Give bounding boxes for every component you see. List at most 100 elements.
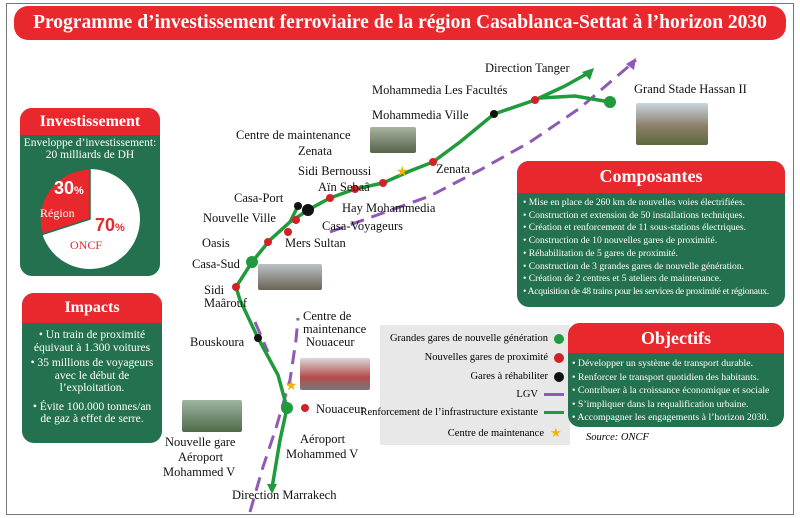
station-nouaceur <box>301 404 309 412</box>
label-ain-sebaa: Aïn Sebaâ <box>318 180 370 194</box>
label-zenata: Zenata <box>436 162 471 176</box>
region-pct: 30% <box>54 178 84 198</box>
station-casa-voyageurs <box>302 204 314 216</box>
impact-item: • Un train de proximité équivaut à 1.300… <box>33 329 151 354</box>
composantes-panel: Composantes • Mise en place de 260 km de… <box>517 161 785 307</box>
station-mohammedia-ville <box>490 110 498 118</box>
star-icon: ★ <box>550 425 562 440</box>
investissement-line2: 20 milliards de DH <box>45 149 135 161</box>
label-casa-port: Casa-Port <box>234 191 284 205</box>
composante-item: • Construction de 10 nouvelles gares de … <box>523 235 718 247</box>
legend-rehabiliter: Gares à réhabiliter <box>470 371 564 382</box>
pie-slice-oncf <box>42 169 140 269</box>
label-maarouf: Maârouf <box>204 296 248 310</box>
composantes-header: Composantes <box>517 161 785 193</box>
stations <box>232 96 616 414</box>
objectifs-panel: Objectifs • Développer un système de tra… <box>568 323 784 427</box>
investissement-pie <box>39 168 140 269</box>
label-mers-sultan: Mers Sultan <box>285 236 346 250</box>
station-facultes <box>531 96 539 104</box>
label-sidi: Sidi <box>204 283 225 297</box>
objectif-item: • Développer un système de transport dur… <box>572 358 754 369</box>
investissement-panel: Investissement Enveloppe d’investissemen… <box>20 108 160 276</box>
label-nouaceur: Nouaceur <box>316 402 365 416</box>
legend-renforcement: Renforcement de l’infrastructure existan… <box>360 407 564 418</box>
label-bouskoura: Bouskoura <box>190 335 245 349</box>
legend: Grandes gares de nouvelle génération Nou… <box>360 325 570 445</box>
composante-item: • Acquisition de 48 trains pour les serv… <box>523 285 769 297</box>
photo-aeroport <box>182 400 242 432</box>
label-nouvelle-gare: Nouvelle gare <box>165 435 236 449</box>
label-mohammedia-ville: Mohammedia Ville <box>372 108 469 122</box>
label-ng-aeroport: Aéroport <box>178 450 224 464</box>
investissement-header: Investissement <box>20 108 160 135</box>
station-bernoussi <box>379 179 387 187</box>
label-nouvelle-ville: Nouvelle Ville <box>203 211 276 225</box>
station-ain-sebaa <box>351 185 359 193</box>
label-sidi-bernoussi: Sidi Bernoussi <box>298 164 372 178</box>
label-ng-mohammed-v: Mohammed V <box>163 465 236 479</box>
label-cm-zenata-2: Zenata <box>298 144 333 158</box>
impact-item: • Évite 100.000 tonnes/an de gaz à effet… <box>32 400 152 426</box>
station-casa-sud <box>246 256 258 268</box>
station-hay-mohammedia <box>326 194 334 202</box>
station-mers-sultan <box>284 228 292 236</box>
purple-line-icon <box>544 393 564 396</box>
station-oasis <box>264 238 272 246</box>
label-cm-nouaceur-3: Nouaceur <box>306 335 355 349</box>
composante-item: • Mise en place de 260 km de nouvelles v… <box>523 197 746 208</box>
lgv-arrow <box>626 58 636 70</box>
red-dot-icon <box>554 352 564 363</box>
green-dot-icon <box>554 333 564 344</box>
pie-slice-region <box>39 168 91 236</box>
station-nouvelle-ville <box>292 216 300 224</box>
station-nouvelle-gare-aeroport <box>281 402 293 414</box>
label-grand-stade: Grand Stade Hassan II <box>634 82 747 96</box>
region-label: Région <box>40 206 75 220</box>
label-oasis: Oasis <box>202 236 230 250</box>
label-direction-marrakech: Direction Marrakech <box>232 488 337 502</box>
label-cm-nouaceur-2: maintenance <box>303 322 367 336</box>
star-icon: ★ <box>396 165 409 180</box>
photo-cm-nouaceur <box>300 358 370 390</box>
station-zenata <box>429 158 437 166</box>
station-sidi-maarouf <box>232 283 240 291</box>
composante-item: • Construction et extension de 50 instal… <box>523 209 745 221</box>
label-cm-nouaceur-1: Centre de <box>303 309 352 323</box>
oncf-label: ONCF <box>70 238 103 252</box>
legend-nouvelles-gares: Nouvelles gares de proximité <box>425 352 564 363</box>
impacts-panel: Impacts • Un train de proximité équivaut… <box>22 293 162 443</box>
station-bouskoura <box>254 334 262 342</box>
black-dot-icon <box>554 371 564 382</box>
composante-item: • Construction de 3 grandes gares de nou… <box>523 260 745 272</box>
station-casa-port <box>294 202 302 210</box>
photo-cm-zenata <box>370 127 416 153</box>
label-facultes: Mohammedia Les Facultés <box>372 83 508 97</box>
impacts-header: Impacts <box>22 293 162 323</box>
station-grand-stade <box>604 96 616 108</box>
photo-casa-sud <box>258 264 322 290</box>
label-casa-sud: Casa-Sud <box>192 257 240 271</box>
photo-grand-stade <box>636 103 708 145</box>
legend-maintenance: Centre de maintenance★ <box>448 425 564 441</box>
page-title: Programme d’investissement ferroviaire d… <box>14 6 786 40</box>
composante-item: • Réhabilitation de 5 gares de proximité… <box>523 247 678 259</box>
objectif-item: • S’impliquer dans la requalification ur… <box>572 398 749 410</box>
objectifs-header: Objectifs <box>568 323 784 353</box>
investissement-line1: Enveloppe d’investissement: <box>23 137 157 149</box>
objectif-item: • Renforcer le transport quotidien des h… <box>572 371 760 383</box>
green-line-icon <box>544 411 564 414</box>
oncf-pct: 70% <box>95 215 125 235</box>
tanger-arrow <box>582 68 594 80</box>
frame <box>6 3 794 515</box>
label-cm-zenata: Centre de maintenance <box>236 128 351 142</box>
marrakech-arrow <box>267 484 277 494</box>
label-aeroport: Aéroport <box>300 432 346 446</box>
composante-item: • Création et renforcement de 11 sous-st… <box>523 222 747 234</box>
legend-lgv: LGV <box>516 389 564 400</box>
objectif-item: • Contribuer à la croissance économique … <box>572 385 770 396</box>
composante-item: • Création de 2 centres et 5 ateliers de… <box>523 273 722 285</box>
source-note: Source: ONCF <box>586 432 649 443</box>
impact-item: • 35 millions de voyageurs avec le début… <box>30 357 154 394</box>
objectif-item: • Accompagner les engagements à l’horizo… <box>572 412 769 423</box>
